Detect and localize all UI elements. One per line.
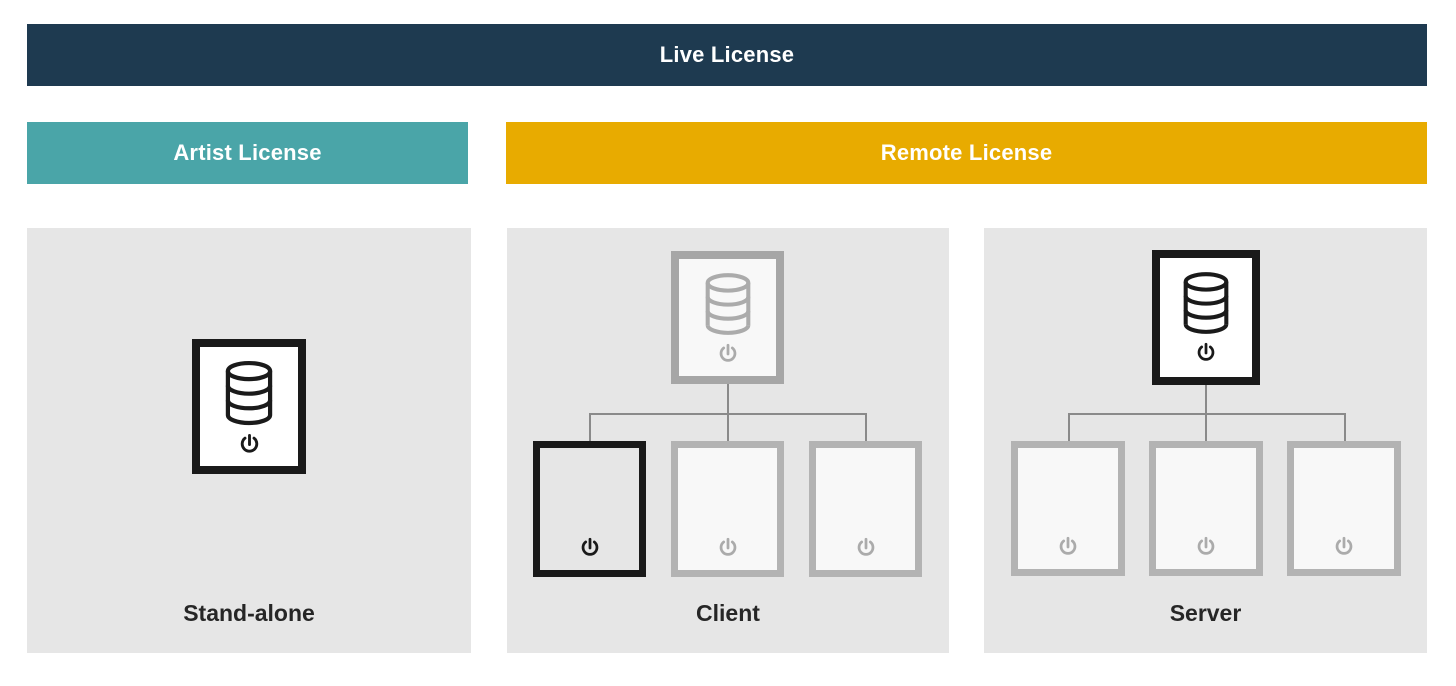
server-client-node — [1011, 441, 1125, 576]
database-icon — [222, 360, 276, 426]
power-icon — [816, 537, 915, 559]
power-icon — [717, 343, 739, 365]
standalone-license-node — [192, 339, 306, 474]
server-panel-label: Server — [1169, 600, 1242, 626]
database-icon — [1180, 271, 1232, 335]
connector-drop — [1344, 413, 1346, 441]
power-icon — [678, 537, 777, 559]
client-machine-node — [809, 441, 922, 577]
artist-license-bar: Artist License — [27, 122, 468, 184]
server-root-license-node — [1152, 250, 1260, 385]
connector-drop — [1205, 413, 1207, 441]
database-icon — [702, 272, 754, 336]
client-root-license-node — [671, 251, 784, 384]
connector-bar — [1068, 413, 1346, 415]
client-panel: Client — [507, 228, 949, 653]
standalone-panel: Stand-alone — [27, 228, 471, 653]
remote-license-label: Remote License — [880, 140, 1053, 165]
connector-drop — [727, 413, 729, 441]
connector-stem — [727, 384, 729, 414]
power-icon — [1156, 536, 1256, 558]
power-icon — [1018, 536, 1118, 558]
live-license-bar: Live License — [27, 24, 1427, 86]
power-icon — [238, 433, 261, 456]
live-license-label: Live License — [659, 42, 795, 67]
power-icon — [1294, 536, 1394, 558]
connector-drop — [1068, 413, 1070, 441]
power-icon — [540, 537, 639, 559]
client-machine-node — [671, 441, 784, 577]
power-icon — [1195, 342, 1217, 364]
client-panel-label: Client — [696, 600, 760, 626]
artist-license-label: Artist License — [173, 140, 322, 165]
connector-drop — [589, 413, 591, 441]
connector-drop — [865, 413, 867, 441]
remote-license-bar: Remote License — [506, 122, 1427, 184]
standalone-panel-label: Stand-alone — [183, 600, 315, 626]
server-client-node — [1149, 441, 1263, 576]
client-machine-node-active — [533, 441, 646, 577]
connector-stem — [1205, 385, 1207, 414]
server-panel: Server — [984, 228, 1427, 653]
server-client-node — [1287, 441, 1401, 576]
